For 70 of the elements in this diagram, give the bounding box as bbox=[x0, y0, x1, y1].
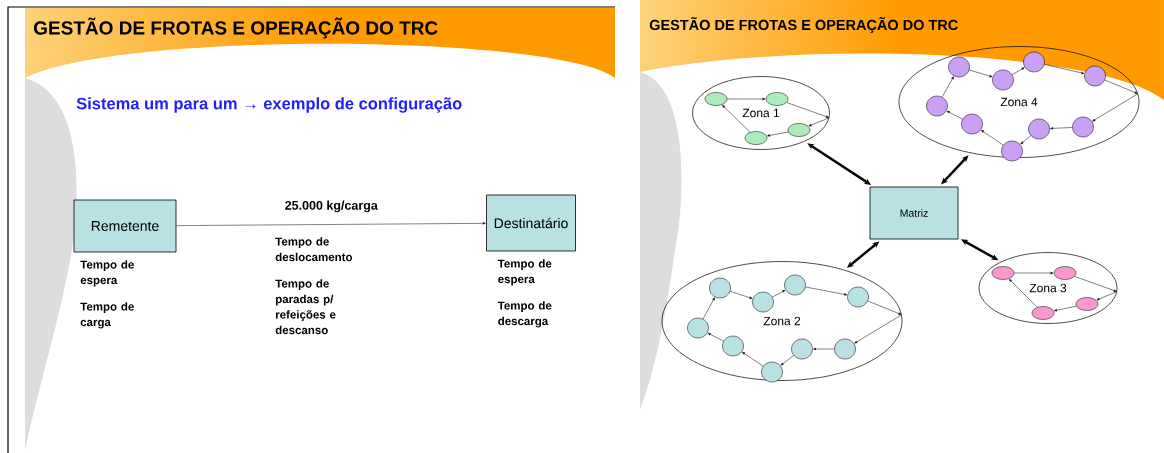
stop-circle bbox=[948, 56, 970, 78]
note-text: Tempo de carga bbox=[80, 302, 134, 329]
stop-circle bbox=[847, 286, 869, 308]
stop-ellipse bbox=[1053, 266, 1077, 280]
arrow bbox=[729, 291, 753, 299]
arrow bbox=[1014, 271, 1054, 275]
stop-circle bbox=[1072, 116, 1094, 138]
arrow bbox=[1020, 135, 1032, 145]
arrow bbox=[1050, 127, 1073, 130]
arrow bbox=[808, 117, 830, 127]
stop-ellipse bbox=[704, 92, 728, 106]
stop-circle bbox=[926, 95, 948, 117]
arrow bbox=[1044, 64, 1085, 75]
stop-ellipse bbox=[991, 266, 1015, 280]
arrow bbox=[707, 332, 724, 342]
stop-circle bbox=[1023, 51, 1045, 73]
edge-label: 25.000 kg/carga bbox=[283, 199, 379, 214]
arrow bbox=[946, 110, 963, 120]
arrow bbox=[767, 131, 789, 137]
stop-circle bbox=[784, 274, 806, 296]
arrow bbox=[1092, 93, 1139, 122]
stop-ellipse bbox=[1031, 306, 1055, 320]
note-text: Tempo de espera bbox=[80, 260, 134, 287]
stop-circle bbox=[1028, 118, 1050, 140]
note-text: Tempo de deslocamento bbox=[275, 237, 353, 262]
stop-circle bbox=[1084, 65, 1106, 87]
note-text: Tempo de paradas p/ refeições e descanso bbox=[275, 279, 336, 335]
stop-ellipse bbox=[1075, 297, 1099, 311]
arrow bbox=[969, 69, 993, 78]
process-box: Destinatário bbox=[486, 194, 576, 252]
stop-circle bbox=[834, 338, 856, 360]
arrow bbox=[772, 290, 786, 298]
stop-ellipse bbox=[787, 123, 811, 137]
arrow bbox=[805, 286, 847, 296]
stop-circle bbox=[1001, 140, 1023, 162]
arrow bbox=[1009, 279, 1038, 308]
arrow bbox=[1074, 276, 1117, 292]
arrow bbox=[1054, 305, 1077, 312]
arrow bbox=[780, 355, 794, 366]
subtitle: Sistema um para um → exemplo de configuração bbox=[76, 97, 462, 113]
stop-circle bbox=[752, 291, 774, 313]
note-text: Tempo de descarga bbox=[497, 301, 552, 328]
arrow bbox=[176, 222, 486, 226]
process-box: Remetente bbox=[73, 199, 177, 253]
arrow bbox=[813, 347, 835, 351]
slide-title: GESTÃO DE FROTAS E OPERAÇÃO DO TRC bbox=[34, 17, 438, 39]
stop-circle bbox=[687, 317, 709, 339]
stop-circle bbox=[761, 361, 783, 383]
arrow bbox=[742, 352, 764, 367]
stop-circle bbox=[961, 113, 983, 135]
arrow bbox=[854, 314, 902, 344]
arrow bbox=[786, 102, 829, 118]
arrow bbox=[941, 76, 954, 98]
slide-title: GESTÃO DE FROTAS E OPERAÇÃO DO TRC bbox=[649, 17, 958, 33]
arrow bbox=[1104, 79, 1138, 94]
arrow bbox=[727, 97, 766, 101]
stop-circle bbox=[791, 338, 813, 360]
stop-ellipse bbox=[765, 92, 789, 106]
stop-circle bbox=[722, 335, 744, 357]
arrow bbox=[722, 105, 751, 133]
stop-ellipse bbox=[744, 131, 768, 145]
arrow bbox=[867, 300, 902, 315]
stop-circle bbox=[992, 69, 1014, 91]
arrow bbox=[1011, 67, 1025, 75]
arrow bbox=[702, 297, 715, 320]
arrow bbox=[981, 130, 1004, 146]
arrow bbox=[1096, 291, 1118, 301]
process-box: Matriz bbox=[869, 186, 959, 240]
stop-circle bbox=[709, 277, 731, 299]
note-text: Tempo de espera bbox=[497, 259, 552, 286]
